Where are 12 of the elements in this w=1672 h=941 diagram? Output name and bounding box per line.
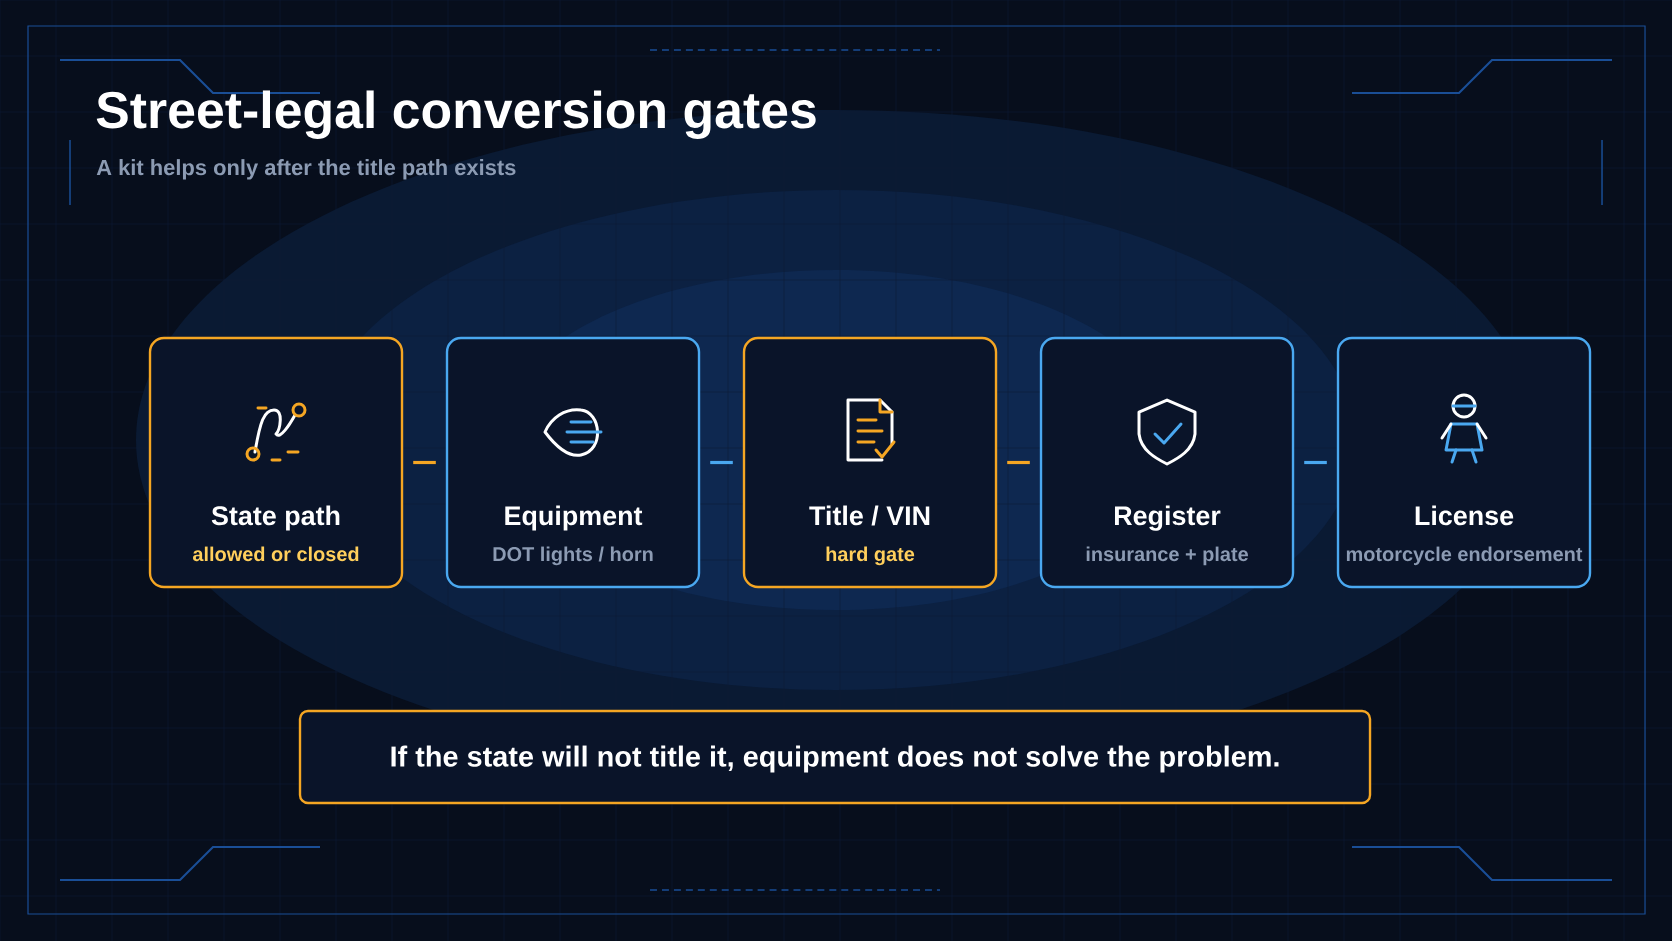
step-card: Register insurance + plate bbox=[1039, 336, 1295, 589]
connector-line bbox=[710, 460, 733, 465]
connector-line bbox=[1007, 460, 1030, 465]
step-card: Equipment DOT lights / horn bbox=[445, 336, 701, 589]
title: Street-legal conversion gates bbox=[96, 90, 816, 139]
connector-line bbox=[1304, 460, 1327, 465]
step-card: Title / VIN hard gate bbox=[742, 336, 998, 589]
connector-line bbox=[413, 460, 436, 465]
step-card: State path allowed or closed bbox=[148, 336, 404, 589]
step-card: License motorcycle endorsement bbox=[1336, 336, 1592, 589]
subtitle: A kit helps only after the title path exists bbox=[96, 159, 516, 180]
callout-box: If the state will not title it, equipment does not solve the problem. bbox=[298, 709, 1372, 805]
